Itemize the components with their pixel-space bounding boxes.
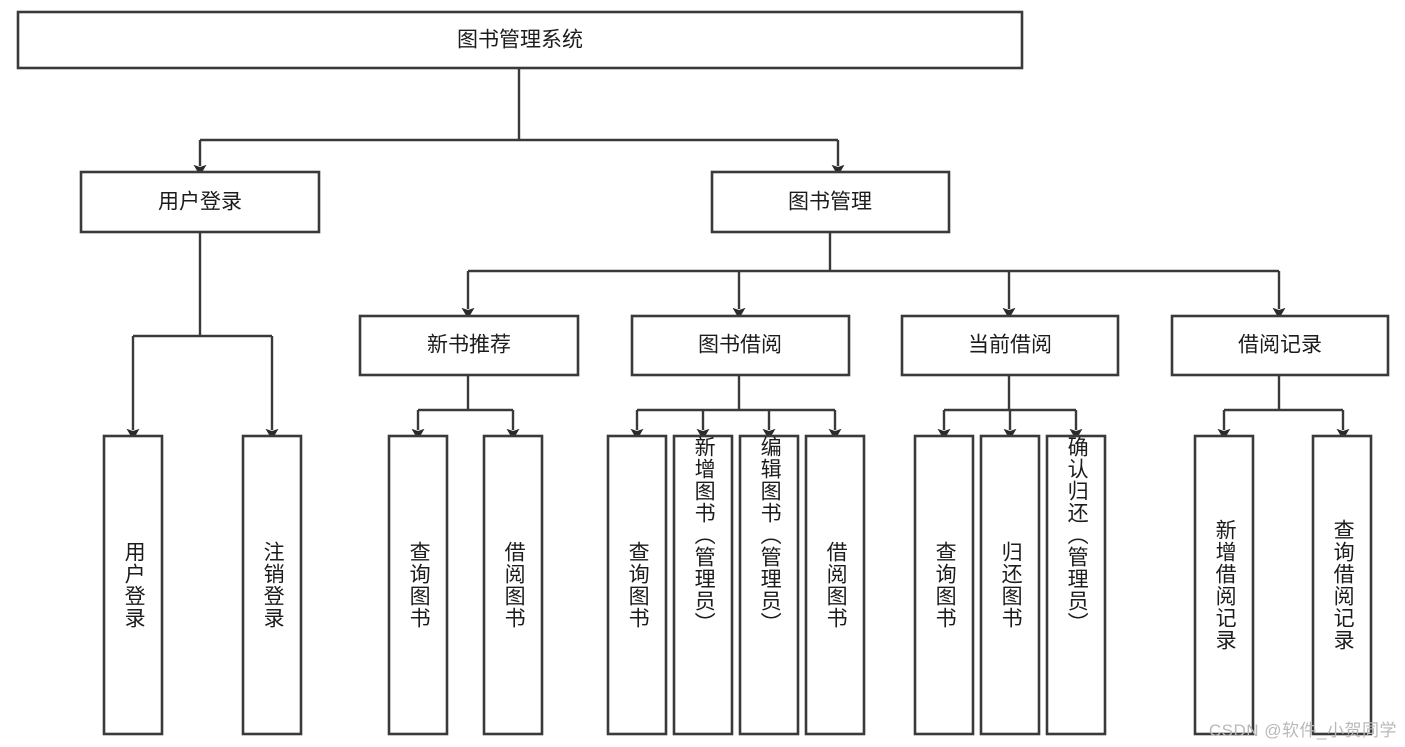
node-borrow-record[interactable]: 借阅记录 [1170, 314, 1390, 377]
leaf-box-edit-book[interactable] [738, 434, 800, 736]
node-new-book-recommend[interactable]: 新书推荐 [358, 314, 580, 377]
node-book-management[interactable]: 图书管理 [710, 170, 951, 234]
leaf-box-query-book-3[interactable] [913, 434, 975, 736]
leaf-box-query-book-1[interactable] [387, 434, 449, 736]
node-current-borrow[interactable]: 当前借阅 [900, 314, 1120, 377]
leaf-box-query-record[interactable] [1311, 434, 1373, 736]
node-user-login-label: 用户登录 [158, 191, 242, 214]
leaf-box-borrow-book-1[interactable] [482, 434, 544, 736]
leaf-box-borrow-book-2[interactable] [804, 434, 866, 736]
leaf-box-add-book[interactable] [672, 434, 734, 736]
node-current-borrow-label: 当前借阅 [968, 334, 1052, 357]
node-new-book-recommend-label: 新书推荐 [427, 334, 511, 357]
watermark-text: CSDN @软件_小贺同学 [1208, 721, 1397, 740]
leaf-box-logout[interactable] [241, 434, 303, 736]
connector-bookmgmt-to-level2 [461, 232, 1286, 319]
leaf-box-user-login[interactable] [102, 434, 164, 736]
connector-root-to-level1 [193, 68, 845, 176]
leaf-box-query-book-2[interactable] [606, 434, 668, 736]
node-borrow-record-label: 借阅记录 [1238, 334, 1322, 357]
node-root[interactable]: 图书管理系统 [16, 10, 1024, 70]
connector-record-to-leaves [1217, 375, 1350, 440]
leaf-box-return-book[interactable] [979, 434, 1041, 736]
node-user-login[interactable]: 用户登录 [79, 170, 321, 234]
connector-userlogin-to-leaves [126, 232, 279, 440]
leaf-box-add-record[interactable] [1193, 434, 1255, 736]
connector-newbook-to-leaves [411, 375, 520, 440]
connector-borrow-to-leaves [630, 375, 842, 440]
connector-current-to-leaves [937, 375, 1083, 440]
node-book-management-label: 图书管理 [788, 191, 872, 214]
node-root-label: 图书管理系统 [457, 29, 583, 52]
node-book-borrow-label: 图书借阅 [698, 334, 782, 357]
leaf-box-confirm-return[interactable] [1045, 434, 1107, 736]
node-book-borrow[interactable]: 图书借阅 [630, 314, 851, 377]
